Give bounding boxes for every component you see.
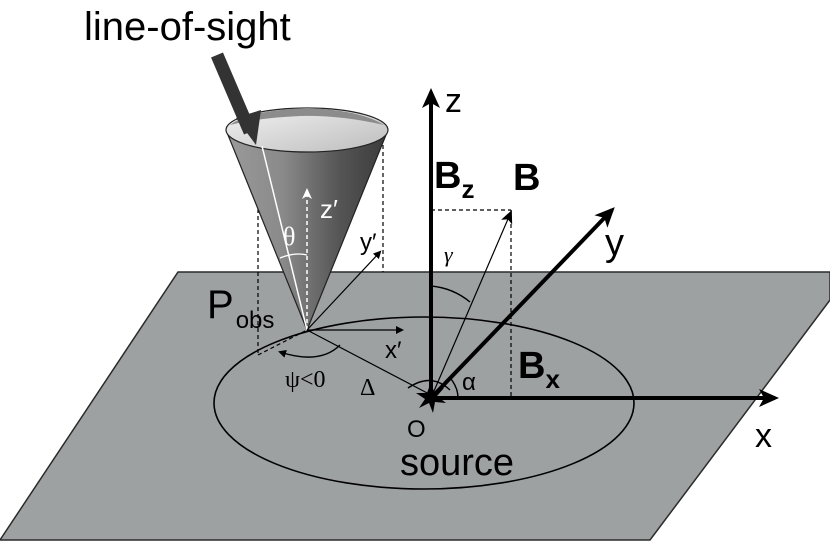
- bx-label: Bx: [518, 345, 560, 394]
- cone-opening-shade: [230, 108, 384, 125]
- p-main: P: [207, 283, 234, 327]
- ground-plane: [0, 271, 830, 541]
- source-star-icon: [416, 382, 446, 413]
- cone-generatrix-line: [261, 145, 308, 331]
- p-sub: obs: [236, 307, 275, 334]
- bz-label: Bz: [434, 155, 474, 204]
- psi-arc: [278, 344, 341, 358]
- p-obs-label: Pobs: [207, 283, 274, 334]
- x-axis-label: x: [755, 417, 772, 455]
- bz-main: B: [434, 155, 461, 197]
- y-prime-axis: [306, 250, 382, 331]
- b-label: B: [513, 157, 540, 199]
- psi-label: ψ<0: [285, 367, 326, 393]
- line-of-sight-arrowhead: [236, 110, 261, 145]
- origin-label: O: [407, 416, 426, 443]
- bx-sub: x: [545, 364, 560, 394]
- delta-label: Δ: [360, 375, 375, 401]
- alpha-arc: [450, 378, 459, 399]
- theta-label: θ: [283, 222, 295, 251]
- b-vector: [430, 210, 513, 399]
- origin-arc: [407, 379, 451, 391]
- bz-sub: z: [461, 174, 474, 204]
- source-label: source: [400, 442, 514, 484]
- z-prime-label: z′: [320, 194, 338, 224]
- gamma-label: γ: [444, 242, 454, 267]
- theta-arc: [279, 253, 308, 259]
- gamma-arc: [430, 285, 471, 303]
- y-axis-label: y: [605, 222, 624, 264]
- z-axis-label: z: [445, 82, 462, 120]
- observation-ellipse: [213, 316, 635, 490]
- bx-main: B: [518, 345, 545, 387]
- x-prime-label: x′: [385, 337, 402, 364]
- alpha-label: α: [462, 369, 476, 396]
- line-of-sight-label: line-of-sight: [84, 5, 291, 49]
- y-prime-label: y′: [360, 229, 377, 256]
- cone-projection-base: [257, 329, 308, 356]
- y-axis: [429, 207, 615, 400]
- delta-line: [306, 329, 432, 396]
